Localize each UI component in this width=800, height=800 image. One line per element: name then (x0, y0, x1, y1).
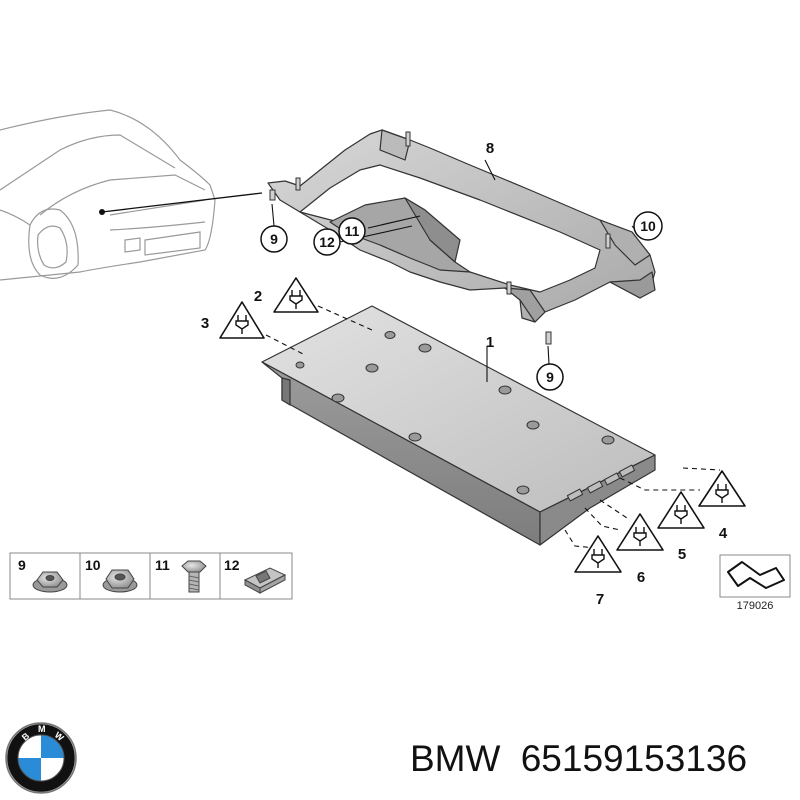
view-direction-arrow-icon (727, 561, 785, 589)
flange-nut-icon (32, 571, 68, 593)
control-unit-connectors (566, 464, 636, 502)
legend-number-10: 10 (85, 557, 101, 573)
brand-name: BMW (410, 738, 501, 779)
warning-triangles (219, 277, 746, 573)
callout-12: 12 (319, 234, 335, 250)
callout-4: 4 (719, 525, 728, 542)
callout-9-bottom: 9 (546, 369, 554, 385)
hex-bolt-icon (181, 560, 207, 593)
fastener-legend: 9 10 11 12 (9, 552, 293, 600)
callout-1: 1 (486, 334, 494, 351)
diagram-reference-box: 179026 (719, 554, 791, 612)
callout-7: 7 (596, 591, 604, 608)
dashed-connector-lines (265, 305, 721, 549)
callout-5: 5 (678, 546, 686, 563)
legend-number-9: 9 (18, 557, 26, 573)
vehicle-rear-outline (0, 109, 216, 281)
circled-callouts (260, 211, 663, 391)
svg-text:B: B (20, 730, 32, 742)
callout-11: 11 (345, 223, 360, 239)
callout-6: 6 (637, 569, 645, 586)
control-unit-bolts (295, 331, 615, 495)
callout-3: 3 (201, 315, 209, 332)
callout-8: 8 (486, 140, 494, 157)
part-number: 65159153136 (520, 738, 748, 779)
legend-number-12: 12 (224, 557, 240, 573)
reference-number: 179026 (737, 600, 774, 612)
callout-10: 10 (640, 218, 656, 234)
part-number-caption: BMW 65159153136 (410, 738, 795, 788)
control-unit-part-1 (261, 305, 656, 546)
location-leader-line (101, 192, 263, 213)
clip-nut-icon (243, 567, 287, 594)
hex-nut-icon (102, 569, 138, 593)
plug-symbol-icons (235, 290, 729, 568)
bracket-studs (269, 131, 611, 345)
bracket-part-8 (267, 129, 656, 323)
svg-text:M: M (38, 724, 46, 734)
callout-2: 2 (254, 288, 262, 305)
callout-9-top: 9 (270, 231, 278, 247)
bmw-logo: B M W (5, 722, 77, 794)
legend-number-11: 11 (155, 557, 170, 573)
